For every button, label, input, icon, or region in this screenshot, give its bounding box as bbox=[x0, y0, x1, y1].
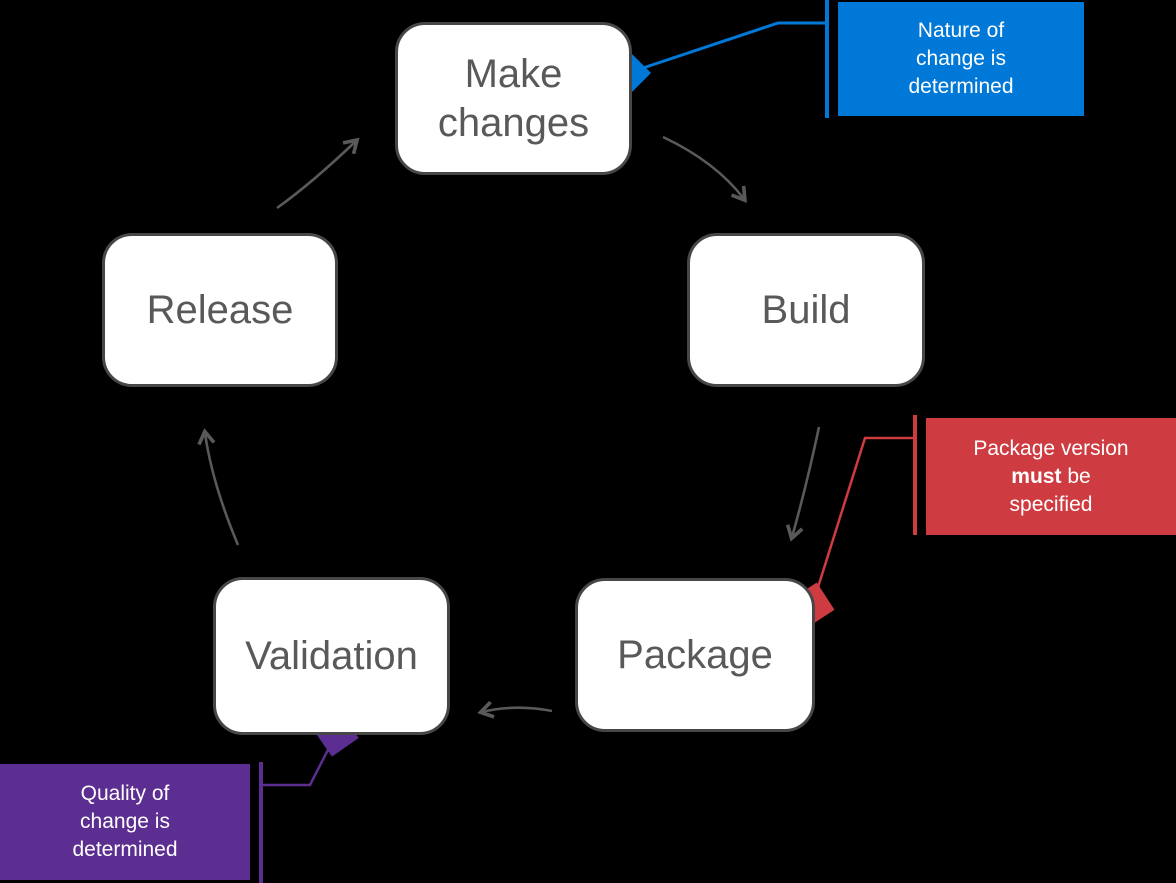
node-package-label: Package bbox=[617, 632, 773, 677]
callout-nature-of-change: Nature of change is determined bbox=[838, 2, 1084, 116]
accent-bar-purple bbox=[259, 762, 263, 883]
node-release: Release bbox=[102, 233, 338, 387]
node-build-label: Build bbox=[761, 287, 851, 332]
callout-nature-line-1: Nature of bbox=[917, 19, 1005, 42]
callout-version-line-3: specified bbox=[1009, 492, 1093, 516]
arrow-release-to-make-changes bbox=[276, 141, 356, 210]
callout-version-line-2-rest: be bbox=[1061, 464, 1091, 488]
leader-line-blue bbox=[639, 21, 827, 71]
node-build: Build bbox=[687, 233, 925, 387]
callout-package-version: Package version must be specified bbox=[926, 418, 1176, 535]
accent-bar-blue bbox=[825, 0, 829, 118]
callout-version-line-1: Package version bbox=[973, 436, 1129, 460]
callout-quality-line-1: Quality of bbox=[80, 782, 170, 805]
arrow-package-to-validation bbox=[482, 708, 553, 712]
node-make-changes: Make changes bbox=[395, 22, 632, 175]
arrow-validation-to-release bbox=[205, 433, 240, 546]
callout-quality-of-change: Quality of change is determined bbox=[0, 764, 250, 880]
accent-bar-red bbox=[913, 415, 917, 535]
callout-quality-line-2: change is bbox=[80, 810, 170, 833]
callout-nature-line-3: determined bbox=[908, 75, 1014, 98]
node-make-changes-label: Make changes bbox=[437, 51, 590, 145]
callout-version-line-2: must be bbox=[1011, 463, 1090, 491]
leader-line-purple bbox=[261, 737, 336, 787]
callout-version-bold-word: must bbox=[1011, 464, 1062, 488]
callout-quality-line-3: determined bbox=[72, 838, 178, 861]
node-package: Package bbox=[575, 578, 815, 732]
arrow-build-to-package bbox=[792, 426, 821, 537]
callout-nature-line-2: change is bbox=[916, 47, 1006, 70]
node-validation: Validation bbox=[213, 577, 450, 735]
node-validation-label: Validation bbox=[245, 633, 418, 678]
leader-line-red bbox=[812, 436, 915, 601]
node-release-label: Release bbox=[146, 287, 294, 332]
arrow-make-changes-to-build bbox=[662, 135, 744, 199]
